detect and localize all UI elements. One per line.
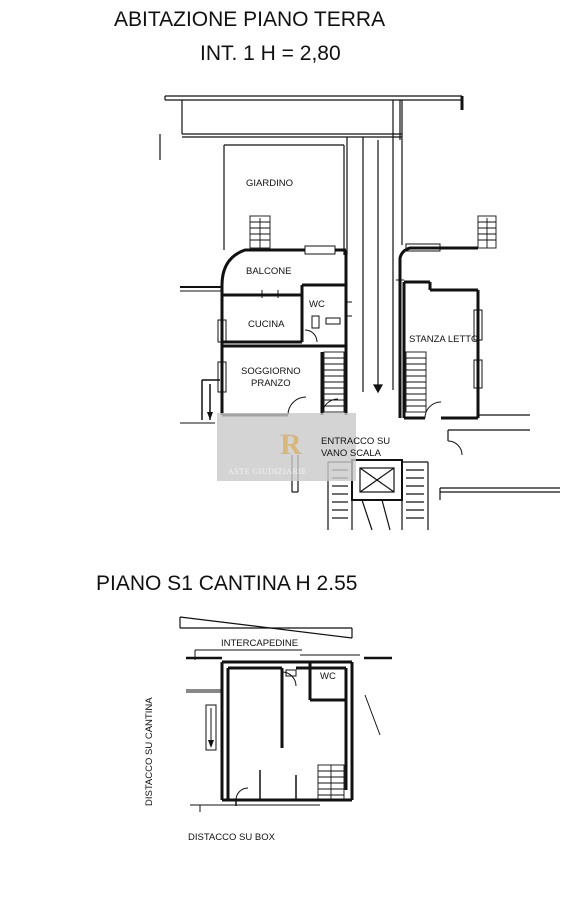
cellar-details [186, 669, 381, 812]
label-distacco-box: DISTACCO SU BOX [188, 832, 276, 843]
cellar-walls [220, 660, 354, 806]
apartment-walls [220, 283, 348, 417]
apartment-windows [217, 290, 279, 393]
label-giardino: GIARDINO [246, 178, 293, 189]
title-ground-floor-height: INT. 1 H = 2,80 [200, 42, 341, 65]
bedroom-walls [398, 246, 480, 420]
label-entracco: ENTRACCO SU [321, 436, 390, 447]
label-vano-scala: VANO SCALA [321, 448, 382, 459]
title-ground-floor: ABITAZIONE PIANO TERRA [114, 8, 386, 31]
watermark-text: ASTE GIUDIZIARIE [228, 467, 307, 476]
cellar-stair [317, 764, 345, 800]
cellar-top-boundary [179, 616, 392, 660]
garden-steps-right [477, 215, 497, 249]
top-boundary-wall [159, 95, 464, 160]
label-cucina: CUCINA [248, 319, 285, 330]
svg-text:R: R [280, 428, 302, 461]
garden-fence [223, 137, 348, 255]
label-stanza-letto: STANZA LETTO [409, 334, 478, 345]
external-step-left [180, 379, 220, 424]
wc-fixtures [304, 301, 352, 343]
ground-floor-labels: GIARDINO BALCONE WC CUCINA SOGGIORNO PRA… [241, 178, 478, 459]
ground-floor-plan [159, 95, 560, 531]
entrance-doors [287, 396, 463, 456]
garden-steps-left [249, 215, 271, 249]
label-wc: WC [309, 299, 325, 310]
stair-left [323, 351, 345, 413]
watermark: R ASTE GIUDIZIARIE [217, 413, 356, 481]
label-intercapedine: INTERCAPEDINE [221, 638, 298, 649]
label-soggiorno: SOGGIORNO [241, 366, 301, 377]
balcony [180, 245, 348, 292]
stair-right [405, 351, 427, 413]
label-distacco-cantina: DISTACCO SU CANTINA [144, 697, 155, 806]
stairwell [291, 455, 429, 531]
label-pranzo: PRANZO [251, 378, 291, 389]
cellar-plan [179, 616, 392, 812]
label-balcone: BALCONE [246, 266, 291, 277]
cellar-labels: INTERCAPEDINE WC DISTACCO SU BOX DISTACC… [144, 638, 336, 843]
label-cantina-wc: WC [320, 671, 336, 682]
bedroom-details [396, 243, 483, 389]
title-cellar: PIANO S1 CANTINA H 2.55 [96, 572, 358, 595]
corridor-lines [362, 100, 403, 394]
right-outer-walls [439, 414, 560, 500]
